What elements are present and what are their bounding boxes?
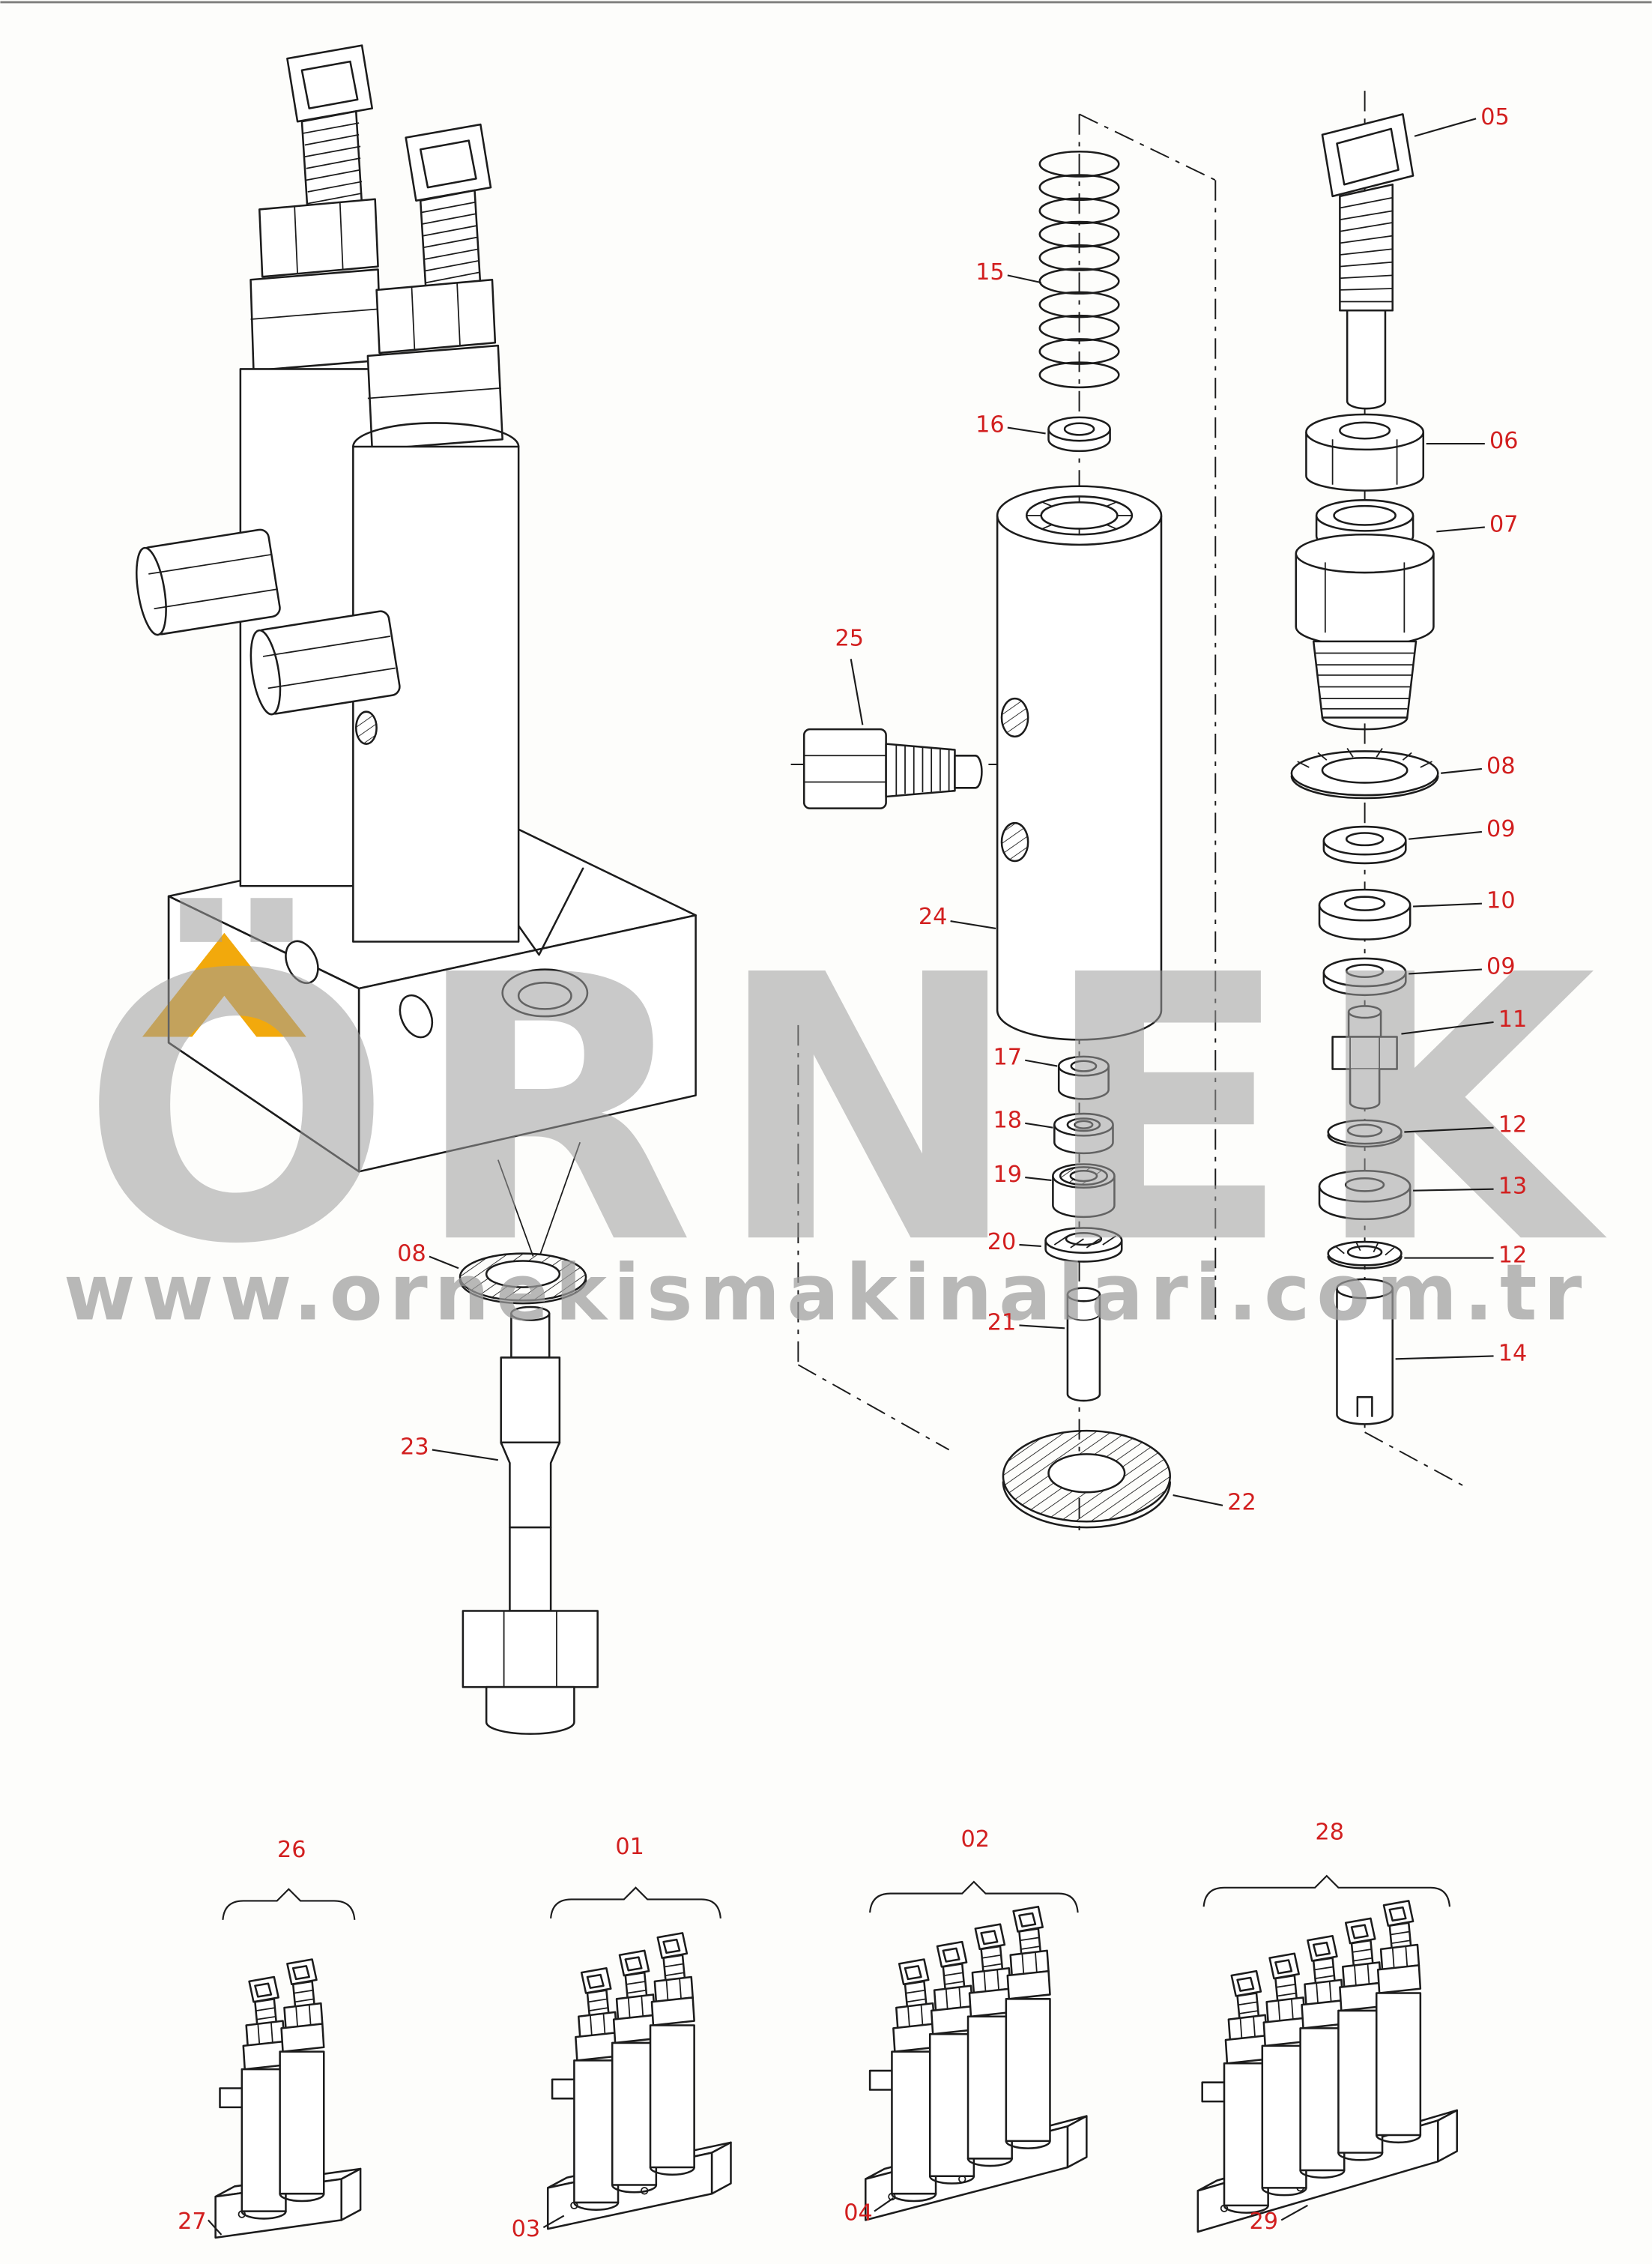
exploded-center-column [802,150,1171,1529]
callout-18: 18 [993,1108,1023,1134]
callout-17: 17 [993,1045,1023,1071]
part-08-lock-washer-left [459,1252,587,1305]
pump-variant-2cyl [214,1958,362,2239]
callout-07: 07 [1489,511,1519,537]
part-13-washer [1318,1170,1412,1221]
callout-23: 23 [400,1434,429,1460]
part-15-spring [1038,150,1120,389]
barrel-body [352,445,520,943]
part-14-sleeve [1336,1278,1394,1425]
callout-09-b: 09 [1486,953,1516,979]
watermark: ÖRNEK www.ornekismakinalari.com.tr [64,894,1616,1338]
part-23-plunger [462,1305,599,1735]
part-21-delivery-valve [1066,1287,1101,1402]
part-06-nut [1305,413,1425,492]
callout-27: 27 [178,2209,207,2235]
hex-base [462,1610,599,1688]
part-12-washer-a [1327,1119,1403,1148]
callout-10: 10 [1486,888,1516,914]
part-09-washer-a [1322,825,1407,865]
callout-06: 06 [1489,428,1519,454]
part-11-valve-holder [1331,1005,1398,1110]
part-24-barrel [996,485,1163,1041]
callout-15: 15 [975,259,1005,286]
locknut [375,278,497,354]
callout-19: 19 [993,1162,1023,1188]
part-12-washer-b [1327,1240,1403,1270]
callout-13: 13 [1498,1174,1528,1200]
pump-variant-4cyl [864,1905,1088,2221]
callout-12-a: 12 [1498,1112,1528,1138]
inlet-port [1000,697,1029,738]
part-17-washer [1057,1055,1110,1100]
callout-11: 11 [1498,1006,1528,1033]
locknut [258,198,379,278]
callout-04: 04 [844,2200,873,2226]
part-25-plug [802,728,983,809]
callout-21: 21 [987,1309,1017,1335]
callout-09-a: 09 [1486,816,1516,842]
callout-14: 14 [1498,1340,1528,1366]
callout-25: 25 [835,626,865,652]
part-08-washer-right [1290,748,1439,800]
callout-20: 20 [987,1229,1017,1255]
part-10-washer [1318,888,1412,941]
callout-labels: 05 15 16 06 07 25 08 09 10 09 24 11 17 1… [178,104,1527,2242]
side-plug-lower [249,610,401,716]
bleed-port [354,710,378,745]
brand-logo-triangle [142,932,306,1037]
callout-leaders [208,118,1494,2236]
assembled-pump-view [136,44,697,1257]
callout-16: 16 [975,411,1005,438]
part-16-spring-seat [1047,416,1111,453]
callout-01: 01 [615,1834,644,1860]
part-05-tappet [1321,113,1415,410]
part-09-washer-b [1322,957,1407,997]
callout-12-b: 12 [1498,1242,1528,1268]
side-plug-upper [136,528,281,636]
exploded-right-column [1290,113,1439,1425]
inlet-port [1000,821,1029,863]
pump-variant-3cyl [546,1932,732,2230]
part-18-washer [1053,1112,1114,1155]
callout-22: 22 [1227,1490,1256,1516]
watermark-brand: ÖRNEK [81,894,1616,1324]
part-19-valve-seat [1052,1163,1116,1219]
variant-braces [222,1874,1451,1920]
callout-08-left: 08 [397,1240,426,1267]
callout-29: 29 [1250,2209,1279,2235]
pump-variant-5cyl [1196,1900,1458,2233]
callout-28: 28 [1315,1819,1344,1845]
pump-element-rear [239,44,382,887]
part-20-washer [1044,1227,1123,1263]
callout-02: 02 [961,1826,990,1853]
callout-03: 03 [512,2216,541,2242]
callout-08-right: 08 [1486,753,1516,779]
pump-element-front [352,123,520,943]
callout-24: 24 [919,904,948,930]
part-22-washer-large [1002,1429,1171,1529]
watermark-url: www.ornekismakinalari.com.tr [64,1249,1588,1338]
part-07-union-fitting [1295,499,1435,731]
callout-05: 05 [1480,104,1510,130]
callout-26: 26 [277,1837,306,1863]
